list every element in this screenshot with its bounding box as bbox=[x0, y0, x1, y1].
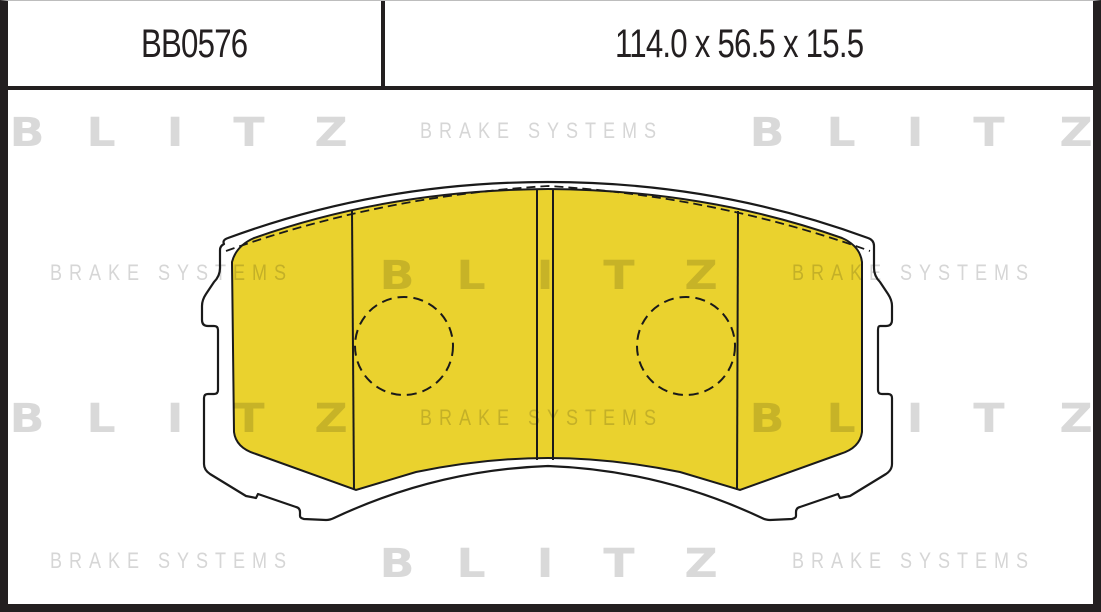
drawing-area bbox=[0, 90, 1101, 612]
watermark-tagline: BRAKE SYSTEMS bbox=[420, 118, 664, 143]
watermark-blitz: B L I T Z bbox=[379, 541, 718, 587]
watermark-blitz: B L I T Z bbox=[749, 110, 1093, 156]
dimensions: 114.0 x 56.5 x 15.5 bbox=[614, 21, 864, 66]
part-number: BB0576 bbox=[141, 21, 248, 66]
friction-material bbox=[230, 187, 863, 492]
header-divider bbox=[381, 1, 385, 87]
piston-mark-right bbox=[636, 296, 736, 396]
watermark-blitz: B L I T Z bbox=[9, 110, 348, 156]
slot-line-left bbox=[351, 210, 355, 491]
backing-plate-outline bbox=[200, 180, 894, 522]
part-number-cell: BB0576 bbox=[8, 1, 381, 87]
friction-surface bbox=[230, 187, 863, 492]
wear-indicator-line bbox=[225, 185, 871, 252]
watermark-tagline: BRAKE SYSTEMS bbox=[50, 548, 294, 573]
slot-line-right bbox=[736, 210, 739, 491]
watermark-tagline: BRAKE SYSTEMS bbox=[792, 548, 1036, 573]
dimensions-cell: 114.0 x 56.5 x 15.5 bbox=[385, 1, 1093, 87]
header-table: BB0576 114.0 x 56.5 x 15.5 bbox=[0, 0, 1101, 90]
piston-mark-left bbox=[354, 296, 454, 396]
